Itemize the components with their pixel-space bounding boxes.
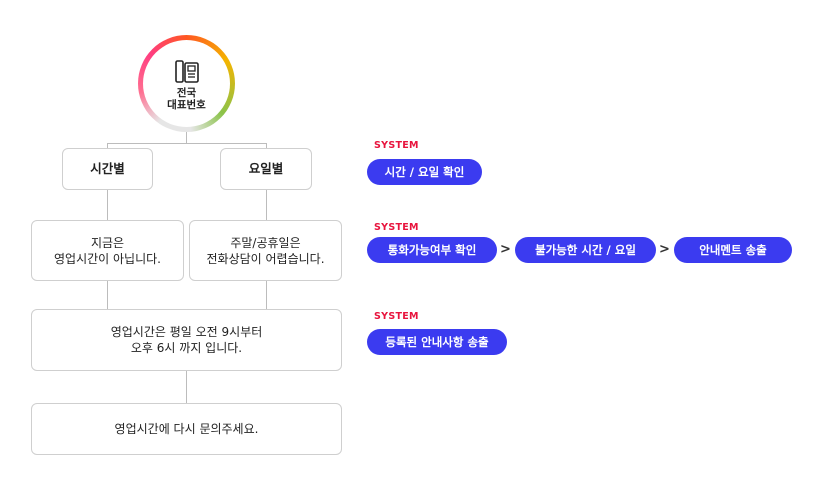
hub-label-line1: 전국 bbox=[176, 86, 197, 99]
connector-time-to-msg bbox=[107, 190, 108, 220]
msg-holiday-line2: 전화상담이 어렵습니다. bbox=[206, 251, 325, 266]
branch-by-day-label: 요일별 bbox=[248, 161, 284, 176]
phone-desk-icon bbox=[174, 59, 199, 83]
branch-by-day: 요일별 bbox=[220, 148, 312, 190]
arrow-right-2: > bbox=[659, 242, 670, 257]
connector-to-time bbox=[107, 143, 108, 148]
connector-holiday-to-hours bbox=[266, 281, 267, 309]
pill-check-availability: 통화가능여부 확인 bbox=[367, 237, 497, 263]
msg-retry-label: 영업시간에 다시 문의주세요. bbox=[114, 422, 259, 436]
connector-hub-split bbox=[107, 143, 266, 144]
system-tag-1: SYSTEM bbox=[374, 140, 419, 151]
msg-closed-now: 지금은 영업시간이 아닙니다. bbox=[31, 220, 184, 281]
branch-by-time-label: 시간별 bbox=[90, 161, 125, 176]
pill-unavailable-time-day: 불가능한 시간 / 요일 bbox=[515, 237, 656, 263]
system-tag-3: SYSTEM bbox=[374, 311, 419, 322]
branch-by-time: 시간별 bbox=[62, 148, 153, 190]
pill-play-announcement: 안내멘트 송출 bbox=[674, 237, 792, 263]
msg-retry: 영업시간에 다시 문의주세요. bbox=[31, 403, 342, 455]
connector-hours-to-retry bbox=[186, 371, 187, 403]
connector-closed-to-hours bbox=[107, 281, 108, 309]
msg-closed-now-line1: 지금은 bbox=[90, 235, 125, 250]
msg-holiday-line1: 주말/공휴일은 bbox=[230, 235, 301, 250]
main-number-hub: 전국 대표번호 bbox=[138, 35, 235, 132]
msg-business-hours-line2: 오후 6시 까지 입니다. bbox=[130, 341, 243, 355]
msg-holiday: 주말/공휴일은 전화상담이 어렵습니다. bbox=[189, 220, 342, 281]
connector-day-to-msg bbox=[266, 190, 267, 220]
msg-business-hours: 영업시간은 평일 오전 9시부터 오후 6시 까지 입니다. bbox=[31, 309, 342, 371]
msg-business-hours-line1: 영업시간은 평일 오전 9시부터 bbox=[110, 325, 263, 339]
msg-closed-now-line2: 영업시간이 아닙니다. bbox=[54, 251, 161, 266]
pill-check-time-day: 시간 / 요일 확인 bbox=[367, 159, 482, 185]
system-tag-2: SYSTEM bbox=[374, 222, 419, 233]
connector-to-day bbox=[266, 143, 267, 148]
pill-registered-notice: 등록된 안내사항 송출 bbox=[367, 329, 507, 355]
hub-inner: 전국 대표번호 bbox=[143, 40, 230, 127]
connector-hub-down bbox=[186, 132, 187, 143]
hub-label-line2: 대표번호 bbox=[167, 98, 206, 111]
arrow-right-1: > bbox=[500, 242, 511, 257]
